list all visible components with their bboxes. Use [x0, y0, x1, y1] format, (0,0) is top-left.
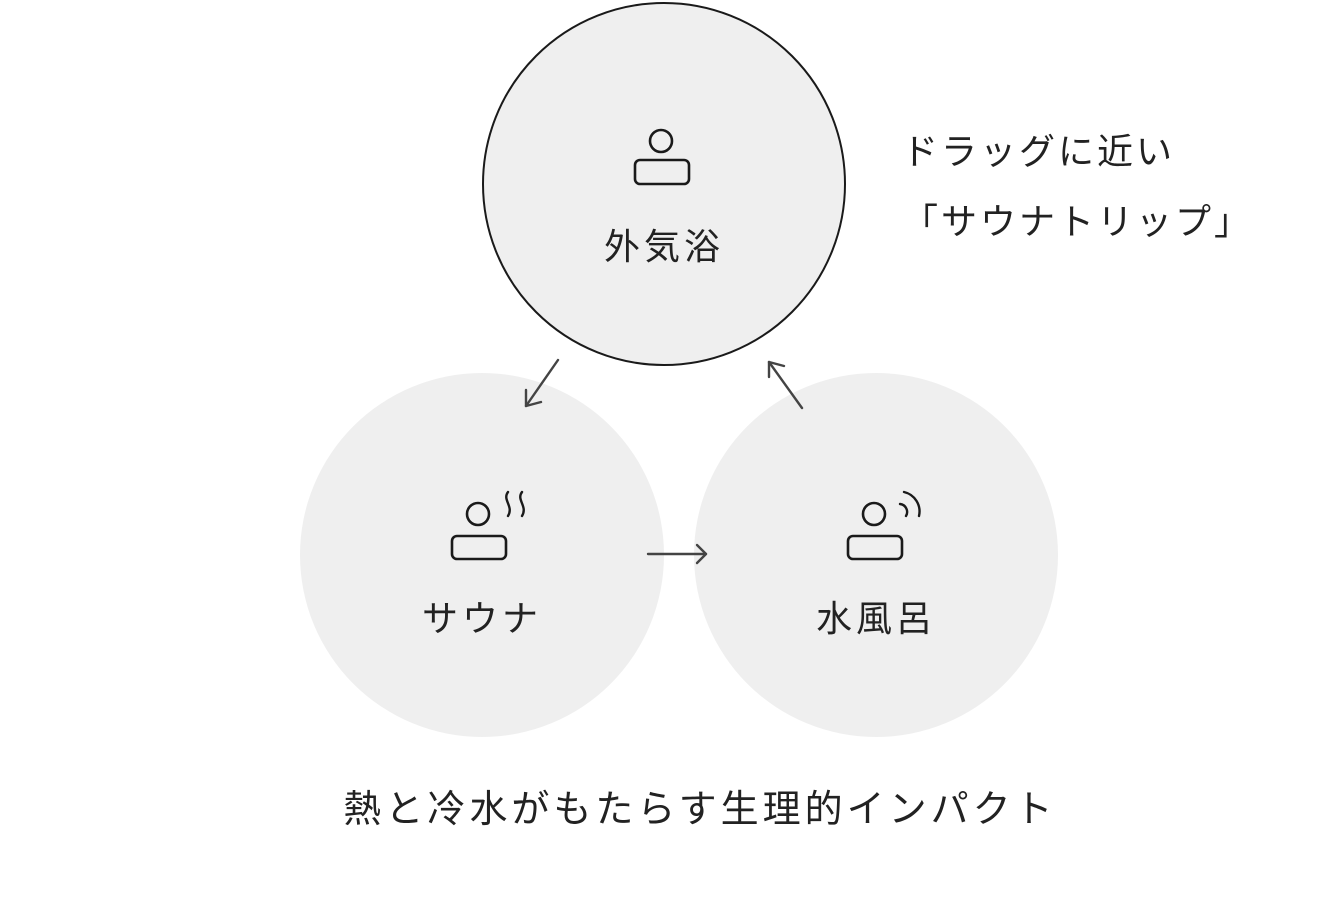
arrow-cold-bath-to-top	[767, 360, 804, 410]
cold-bath-circle	[694, 373, 1058, 737]
outdoor-rest-label: 外気浴	[603, 227, 724, 268]
sauna-label: サウナ	[421, 599, 542, 640]
side-note-line-2: 「サウナトリップ」	[902, 202, 1254, 243]
side-note: ドラッグに近い 「サウナトリップ」	[902, 118, 1253, 258]
side-note-line-1: ドラッグに近い	[902, 132, 1176, 173]
arrow-sauna-to-cold-bath	[646, 543, 708, 565]
person-steam-icon	[450, 490, 525, 561]
cold-bath-label: 水風呂	[815, 599, 936, 640]
person-water-icon	[846, 490, 921, 561]
diagram-caption: 熱と冷水がもたらす生理的インパクト	[343, 787, 1057, 831]
sauna-circle	[300, 373, 664, 737]
arrow-top-to-sauna	[524, 358, 560, 408]
person-lying-icon	[633, 128, 691, 186]
